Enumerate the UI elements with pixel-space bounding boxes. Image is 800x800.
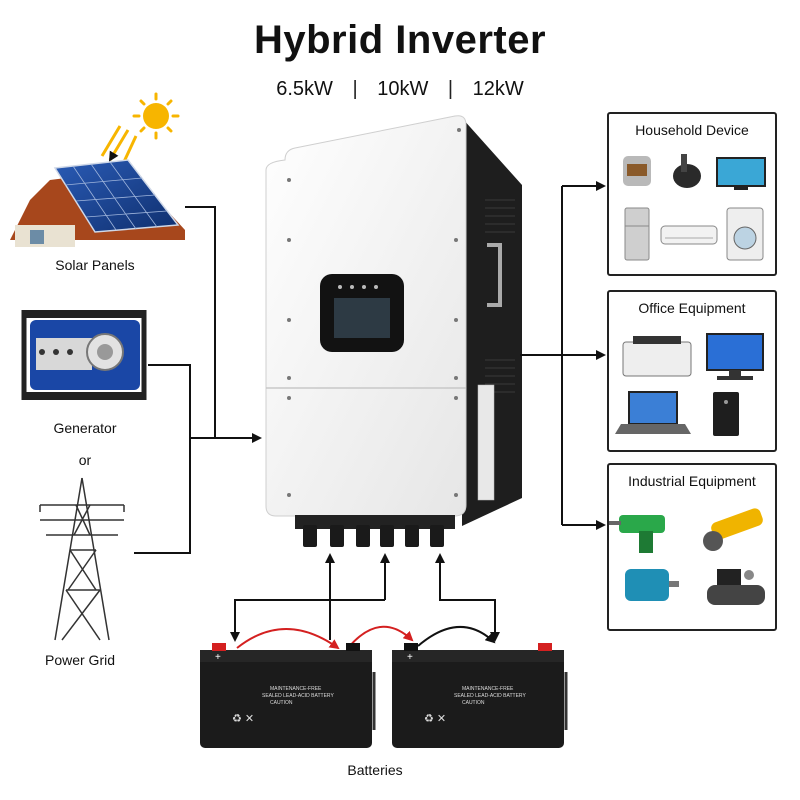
svg-text:MAINTENANCE-FREE: MAINTENANCE-FREE: [270, 686, 322, 692]
svg-text:CAUTION: CAUTION: [462, 700, 485, 706]
television-icon: [716, 157, 766, 190]
household-device-box: Household Device: [607, 112, 777, 276]
solar-house-icon: [10, 159, 185, 247]
rice-cooker-icon: [623, 156, 651, 186]
svg-text:♻ ✕: ♻ ✕: [232, 713, 254, 725]
office-equipment-box: Office Equipment: [607, 290, 777, 452]
air-conditioner-icon: [660, 225, 718, 245]
or-label: or: [78, 452, 92, 468]
rating-6-5kw: 6.5kW: [276, 78, 333, 100]
svg-text:+: +: [215, 652, 221, 663]
air-compressor-icon: [707, 569, 765, 605]
printer-icon: [622, 336, 692, 377]
battery-2-icon: + MAINTENANCE-FREE SEALED LEAD-ACID BATT…: [392, 643, 568, 748]
sun-icon: [100, 92, 180, 167]
laptop-icon: [615, 391, 691, 434]
svg-text:MAINTENANCE-FREE: MAINTENANCE-FREE: [462, 686, 514, 692]
solar-panels-label: Solar Panels: [55, 257, 135, 273]
rating-separator: |: [352, 78, 358, 100]
power-ratings: 6.5kW | 10kW | 12kW: [0, 78, 800, 101]
electric-motor-icon: [625, 569, 679, 601]
svg-text:SEALED LEAD-ACID BATTERY: SEALED LEAD-ACID BATTERY: [262, 693, 334, 699]
industrial-equipment-title: Industrial Equipment: [628, 473, 756, 489]
svg-text:SEALED LEAD-ACID BATTERY: SEALED LEAD-ACID BATTERY: [454, 693, 526, 699]
office-equipment-title: Office Equipment: [638, 300, 746, 316]
washing-machine-icon: [726, 207, 764, 261]
power-grid-label: Power Grid: [44, 652, 116, 668]
rating-separator: |: [447, 78, 454, 100]
svg-text:+: +: [407, 652, 413, 663]
power-pylon-icon: [39, 477, 125, 641]
svg-text:♻ ✕: ♻ ✕: [424, 713, 446, 725]
generator-icon: [21, 310, 147, 400]
angle-grinder-icon: [703, 508, 763, 551]
industrial-equipment-box: Industrial Equipment: [607, 463, 777, 631]
svg-text:CAUTION: CAUTION: [270, 700, 293, 706]
household-device-title: Household Device: [635, 122, 749, 138]
generator-label: Generator: [53, 420, 117, 436]
inverter-unit: [265, 115, 522, 547]
vacuum-cleaner-icon: [673, 154, 701, 188]
batteries-label: Batteries: [347, 762, 403, 778]
rating-12kw: 12kW: [472, 78, 524, 100]
computer-tower-icon: [713, 392, 739, 436]
refrigerator-icon: [624, 207, 650, 261]
battery-1-icon: + MAINTENANCE-FREE SEALED LEAD-ACID BATT…: [200, 643, 376, 748]
page-title: Hybrid Inverter: [253, 18, 547, 62]
rating-10kw: 10kW: [377, 78, 429, 100]
monitor-icon: [706, 333, 764, 380]
power-drill-icon: [609, 515, 665, 553]
